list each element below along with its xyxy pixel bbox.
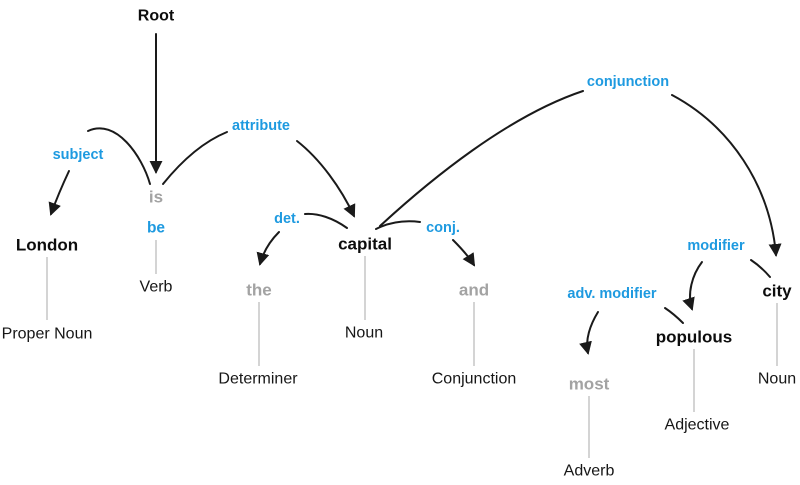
- dep-label-conjunction: conjunction: [587, 74, 669, 90]
- arc-modifier-out: [682, 261, 703, 311]
- pos-tag-proper-noun: Proper Noun: [2, 326, 93, 343]
- word-city: city: [762, 282, 792, 301]
- arc-adv-modifier-out: [579, 311, 599, 355]
- pos-tag-determiner: Determiner: [218, 371, 298, 388]
- word-most: most: [569, 375, 610, 394]
- arc-det-in: [304, 212, 348, 229]
- pos-tag-noun: Noun: [758, 371, 796, 388]
- arc-conjunction-in: [379, 90, 584, 227]
- arc-modifier-in: [750, 259, 771, 278]
- arc-attribute-in: [162, 131, 228, 185]
- word-is: is: [149, 188, 163, 207]
- arc-det-out: [256, 231, 280, 266]
- arc-adv-modifier-in: [664, 307, 684, 324]
- word-london: London: [16, 236, 78, 255]
- lemma-be: be: [147, 220, 165, 237]
- dep-label-attribute: attribute: [232, 118, 290, 134]
- word-the: the: [246, 281, 272, 300]
- dep-label-modifier: modifier: [687, 238, 745, 254]
- root-label: Root: [138, 8, 175, 25]
- arc-subject-out: [48, 170, 70, 216]
- arc-conj-out: [452, 239, 476, 267]
- pos-tag-adjective: Adjective: [665, 417, 730, 434]
- word-and: and: [459, 281, 489, 300]
- pos-tag-noun: Noun: [345, 325, 383, 342]
- pos-tag-adverb: Adverb: [564, 463, 615, 480]
- arc-conjunction-out: [671, 94, 782, 257]
- word-capital: capital: [338, 235, 392, 254]
- word-populous: populous: [656, 328, 732, 347]
- pos-tag-conjunction: Conjunction: [432, 371, 517, 388]
- arc-subject-in: [87, 127, 151, 185]
- dep-label-det: det.: [274, 211, 300, 227]
- pos-tag-verb: Verb: [140, 279, 173, 296]
- arc-attribute-out: [296, 140, 356, 218]
- arc-conj-in: [375, 220, 421, 230]
- dep-label-subject: subject: [53, 147, 104, 163]
- dep-label-conj: conj.: [426, 220, 460, 236]
- dep-label-adv-modifier: adv. modifier: [567, 286, 657, 302]
